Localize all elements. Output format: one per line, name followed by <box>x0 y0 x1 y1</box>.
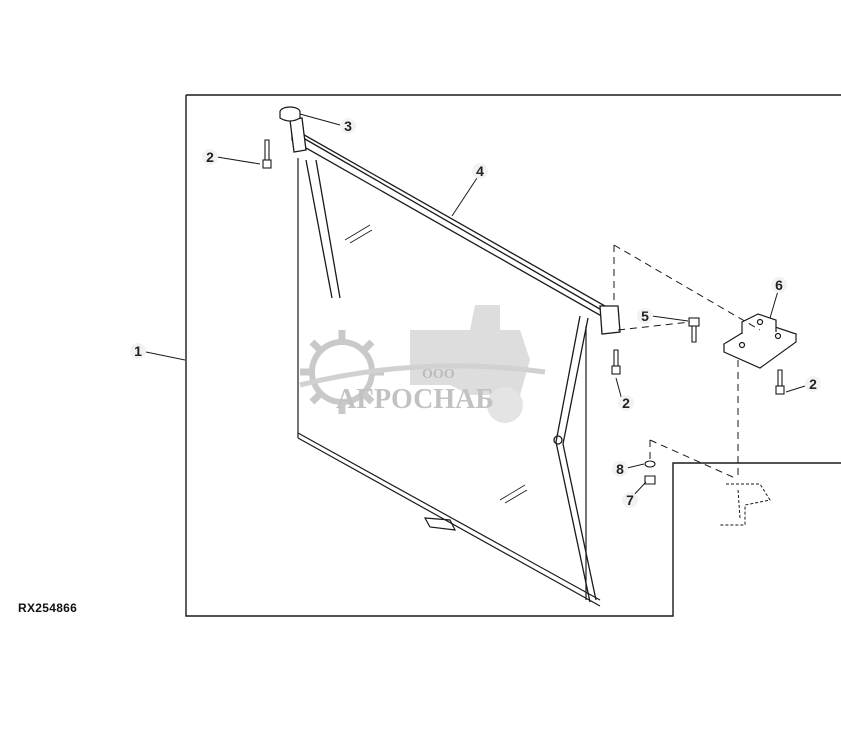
svg-text:4: 4 <box>476 163 484 179</box>
watermark-large-text: АГРОСНАБ <box>336 384 494 415</box>
svg-text:2: 2 <box>809 376 817 392</box>
mounting-clip <box>720 483 771 526</box>
spacer-bushing <box>279 106 301 122</box>
nut-washer <box>644 460 656 485</box>
harvester-icon <box>410 305 530 423</box>
svg-text:3: 3 <box>344 118 352 134</box>
support-struts <box>305 159 597 603</box>
swoosh <box>299 363 546 388</box>
callouts: 1 2 3 4 5 6 2 2 <box>130 118 821 508</box>
alignment-lines <box>613 244 761 479</box>
svg-text:7: 7 <box>626 492 634 508</box>
svg-text:6: 6 <box>775 277 783 293</box>
assembly-frame <box>185 94 841 617</box>
bolt-center <box>611 349 621 375</box>
glass-panel <box>297 158 601 607</box>
svg-text:8: 8 <box>616 461 624 477</box>
callout-7: 7 <box>622 492 638 508</box>
callout-1: 1 <box>130 343 146 359</box>
callout-2-right: 2 <box>805 376 821 392</box>
callout-2-left: 2 <box>202 149 218 165</box>
callout-3: 3 <box>340 118 356 134</box>
callout-8: 8 <box>612 461 628 477</box>
callout-4: 4 <box>472 163 488 179</box>
svg-text:5: 5 <box>641 308 649 324</box>
hex-bolt <box>688 317 700 343</box>
watermark: ООО АГРОСНАБ <box>299 305 546 423</box>
gear-icon <box>300 330 384 414</box>
callout-5: 5 <box>637 308 653 324</box>
callout-6: 6 <box>771 277 787 293</box>
crossbar <box>289 117 621 335</box>
figure-id: RX254866 <box>18 601 78 615</box>
svg-text:2: 2 <box>622 395 630 411</box>
svg-text:2: 2 <box>206 149 214 165</box>
bolt-left <box>262 139 272 169</box>
bolt-bracket <box>775 369 785 395</box>
mount-bracket <box>722 313 798 369</box>
callout-2-center: 2 <box>618 395 634 411</box>
leader-lines <box>145 113 806 498</box>
watermark-small-text: ООО <box>422 367 455 382</box>
svg-text:1: 1 <box>134 343 142 359</box>
